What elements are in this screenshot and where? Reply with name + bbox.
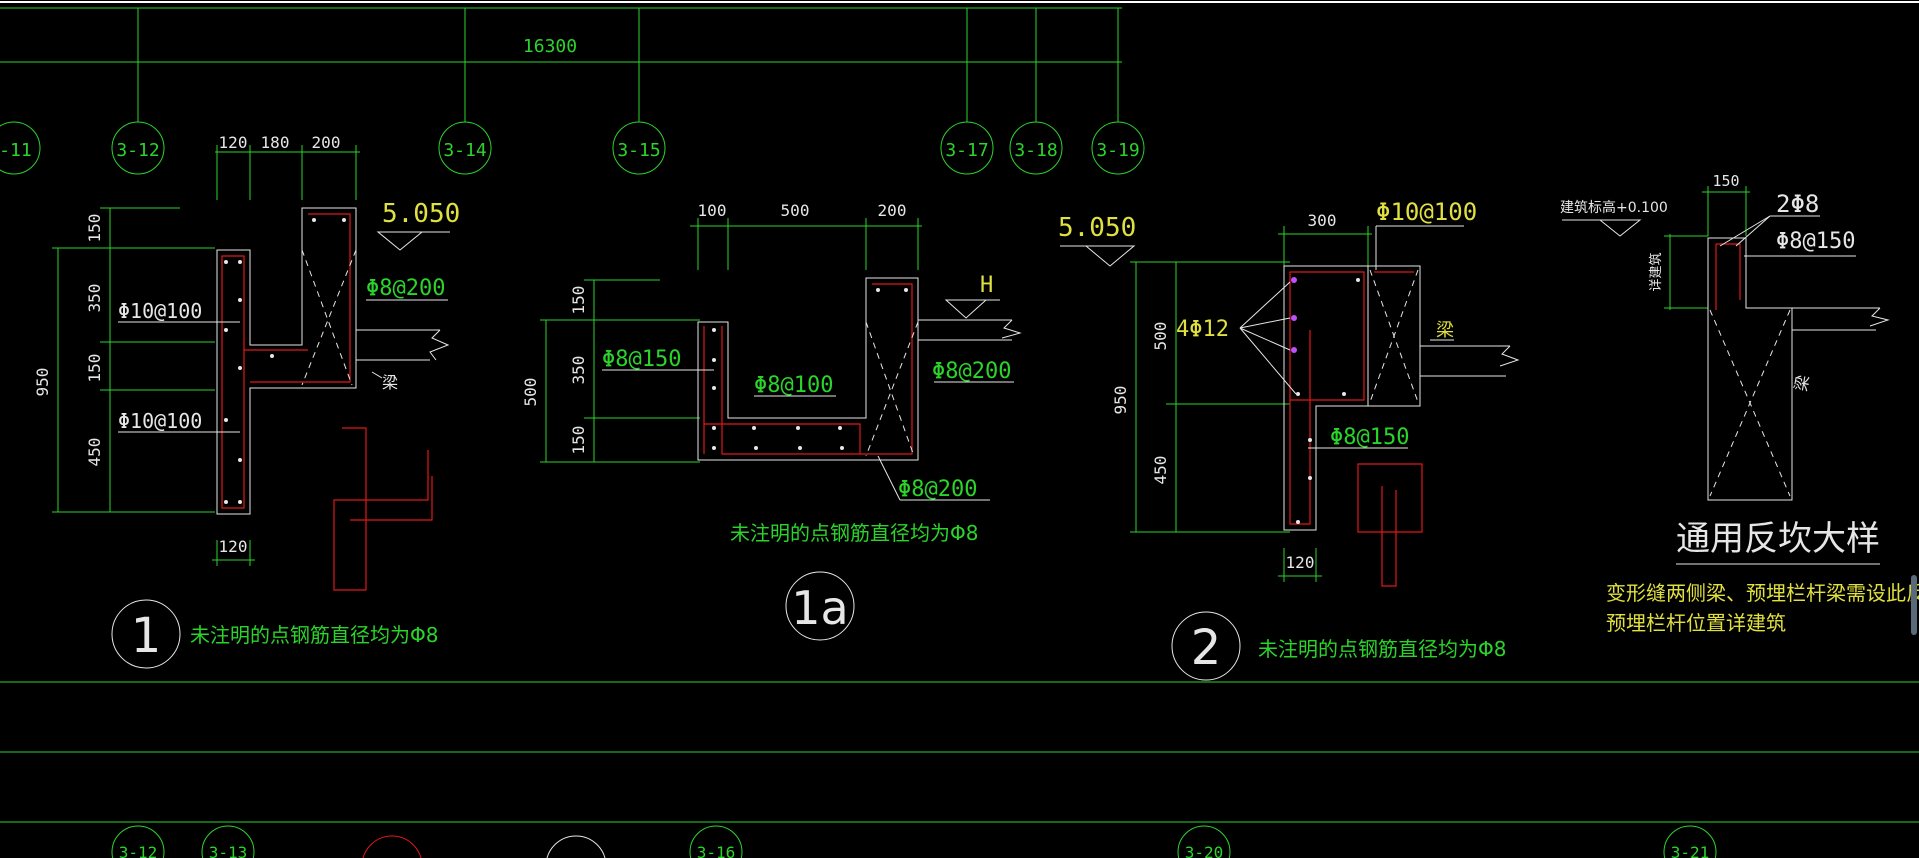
svg-text:Φ10@100: Φ10@100 (1376, 198, 1477, 226)
svg-text:3-16: 3-16 (697, 843, 736, 858)
svg-text:5.050: 5.050 (1058, 213, 1136, 243)
curb-note-line1: 变形缝两侧梁、预埋栏杆梁需设此反坎 (1606, 581, 1919, 605)
svg-text:200: 200 (312, 133, 341, 152)
svg-text:500: 500 (781, 201, 810, 220)
white-marker-circle (546, 835, 606, 858)
svg-text:Φ8@150: Φ8@150 (1776, 229, 1855, 254)
note-1: 未注明的点钢筋直径均为Φ8 (190, 623, 438, 647)
axis-bubble-3-15[interactable]: 3-15 (612, 121, 666, 175)
detail-1a[interactable]: 100 500 200 150 350 150 500 H (521, 201, 1022, 641)
curb-note-line2: 预埋栏杆位置详建筑 (1606, 611, 1786, 635)
svg-text:Φ8@150: Φ8@150 (1330, 425, 1409, 450)
svg-text:120: 120 (219, 537, 248, 556)
svg-text:3-18: 3-18 (1014, 140, 1057, 161)
svg-text:150: 150 (1712, 172, 1739, 190)
detail-id-2: 2 (1191, 620, 1222, 676)
axis-lines (137, 8, 1119, 122)
svg-text:3-12: 3-12 (116, 140, 159, 161)
svg-text:3-17: 3-17 (945, 140, 988, 161)
curb-detail-title: 通用反坎大样 (1676, 519, 1880, 559)
detail-id-1: 1 (131, 608, 162, 664)
scrollbar-thumb[interactable] (1911, 575, 1917, 635)
svg-text:建筑标高+0.100: 建筑标高+0.100 (1560, 199, 1668, 216)
svg-text:200: 200 (878, 201, 907, 220)
svg-text:100: 100 (698, 201, 727, 220)
svg-text:150: 150 (85, 214, 104, 243)
svg-text:500: 500 (521, 378, 540, 407)
svg-text:Φ8@150: Φ8@150 (602, 347, 681, 372)
axis-bubble-3-19[interactable]: 3-19 (1091, 121, 1145, 175)
axis-bubble-bottom-3-12[interactable]: 3-12 (111, 825, 165, 858)
svg-text:950: 950 (1111, 386, 1130, 415)
detail-curb[interactable]: 150 建筑标高+0.100 详建筑 2Φ8 Φ8@150 梁 通用反坎大样 变… (1560, 172, 1919, 635)
lower-grid-lines (0, 681, 1919, 823)
svg-text:3-11: 3-11 (0, 140, 32, 161)
svg-text:150: 150 (569, 426, 588, 455)
overall-dimension: 16300 (0, 7, 1122, 63)
svg-text:5.050: 5.050 (382, 199, 460, 229)
svg-text:梁: 梁 (382, 373, 398, 392)
svg-text:150: 150 (569, 286, 588, 315)
svg-text:350: 350 (85, 284, 104, 313)
svg-text:H: H (980, 273, 993, 298)
svg-text:梁: 梁 (1436, 320, 1454, 341)
svg-text:3-20: 3-20 (1185, 843, 1224, 858)
svg-text:180: 180 (261, 133, 290, 152)
note-1a: 未注明的点钢筋直径均为Φ8 (730, 521, 978, 545)
svg-text:450: 450 (1151, 456, 1170, 485)
axis-bubble-3-14[interactable]: 3-14 (438, 121, 492, 175)
svg-text:Φ10@100: Φ10@100 (118, 299, 202, 323)
svg-text:3-12: 3-12 (119, 843, 158, 858)
svg-text:2Φ8: 2Φ8 (1776, 190, 1819, 218)
svg-text:3-15: 3-15 (617, 140, 660, 161)
axis-bubble-bottom-3-21[interactable]: 3-21 (1663, 825, 1717, 858)
svg-text:4Φ12: 4Φ12 (1176, 317, 1229, 342)
svg-text:3-21: 3-21 (1671, 843, 1710, 858)
axis-bubble-bottom-3-13[interactable]: 3-13 (201, 825, 255, 858)
svg-text:Φ8@200: Φ8@200 (932, 359, 1011, 384)
svg-text:3-19: 3-19 (1096, 140, 1139, 161)
svg-text:500: 500 (1151, 322, 1170, 351)
axis-bubble-3-18[interactable]: 3-18 (1009, 121, 1063, 175)
overall-dimension-text: 16300 (523, 36, 577, 57)
svg-text:Φ10@100: Φ10@100 (118, 409, 202, 433)
detail-2[interactable]: 5.050 300 500 450 950 梁 4Φ12 (1058, 198, 1520, 681)
svg-text:150: 150 (85, 354, 104, 383)
detail-1[interactable]: 120 180 200 150 350 150 450 950 梁 (33, 133, 460, 669)
svg-text:120: 120 (219, 133, 248, 152)
svg-text:300: 300 (1308, 211, 1337, 230)
svg-text:详建筑: 详建筑 (1648, 252, 1664, 291)
axis-bubble-bottom-3-20[interactable]: 3-20 (1177, 825, 1231, 858)
svg-text:Φ8@200: Φ8@200 (898, 477, 977, 502)
svg-text:梁: 梁 (1791, 374, 1812, 393)
svg-text:Φ8@100: Φ8@100 (754, 373, 833, 398)
svg-text:Φ8@200: Φ8@200 (366, 276, 445, 301)
note-2: 未注明的点钢筋直径均为Φ8 (1258, 637, 1506, 661)
axis-bubble-3-17[interactable]: 3-17 (940, 121, 994, 175)
red-marker-circle (362, 835, 422, 858)
svg-text:3-13: 3-13 (209, 843, 248, 858)
svg-text:350: 350 (569, 356, 588, 385)
svg-text:120: 120 (1286, 553, 1315, 572)
svg-text:450: 450 (85, 438, 104, 467)
axis-bubble-bottom-3-16[interactable]: 3-16 (689, 825, 743, 858)
svg-text:950: 950 (33, 368, 52, 397)
svg-text:3-14: 3-14 (443, 140, 486, 161)
axis-bubble-3-11[interactable]: 3-11 (0, 121, 41, 175)
axis-bubble-3-12[interactable]: 3-12 (111, 121, 165, 175)
detail-id-1a: 1a (791, 581, 848, 635)
